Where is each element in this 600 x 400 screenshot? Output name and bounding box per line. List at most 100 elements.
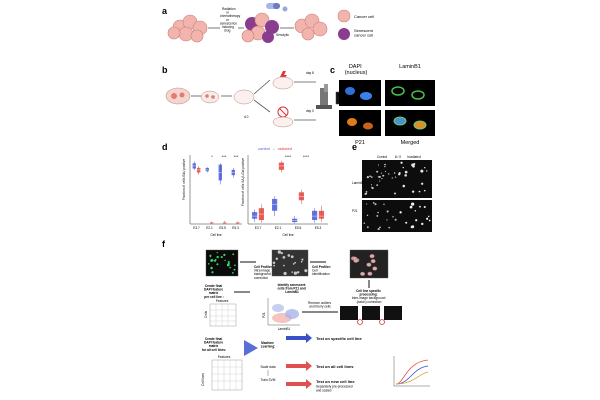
nucleus-dot xyxy=(369,175,371,178)
create1-line-1: Create final xyxy=(205,284,222,288)
grey-nucleus xyxy=(283,264,285,267)
e-col-control: Control xyxy=(377,155,388,159)
green-nucleus xyxy=(233,268,236,271)
nucleus-dot xyxy=(398,173,401,176)
nucleus-dot xyxy=(365,192,368,195)
nucleus-dot xyxy=(388,226,391,229)
nucleus-dot xyxy=(392,216,394,218)
nucleus-dot xyxy=(421,222,424,226)
nucleus-dot xyxy=(376,215,379,217)
box-control-1 xyxy=(272,198,278,211)
sig-right-group: **** **** xyxy=(285,154,310,159)
nucleus-dot xyxy=(371,187,374,190)
nucleus-dot xyxy=(366,176,369,179)
sig-right-1: **** xyxy=(285,154,292,159)
cell-dish-icon xyxy=(200,90,220,104)
svg-text:Cell line specific proce: Cell line specific processing: Inter-ima… xyxy=(352,289,387,304)
nucleus-dot xyxy=(381,177,383,180)
svg-text:control - radiated: control - radiated xyxy=(258,146,292,151)
day-bottom-label: day 0 xyxy=(306,109,314,113)
arrow-test-2 xyxy=(286,361,312,371)
create2-line-4: for all cell lines: xyxy=(202,348,226,352)
svg-text:Senescent cancer cell: Senescent cancer cell xyxy=(354,28,374,38)
box-control-3 xyxy=(312,210,318,221)
identify-line-2: cells from P21 and xyxy=(277,287,305,291)
nucleus-dot xyxy=(399,211,402,214)
outlined-nucleus xyxy=(369,254,375,259)
green-nucleus xyxy=(214,258,217,261)
tick-label-3: E5.3 xyxy=(315,226,322,230)
nucleus-dot xyxy=(415,219,418,222)
treatment-line-6: inducing xyxy=(222,25,234,29)
green-nucleus xyxy=(227,262,230,265)
green-nucleus xyxy=(211,271,214,274)
nucleus-dot xyxy=(413,163,416,166)
nucleus-dot xyxy=(366,214,369,217)
f-raw-nuclei xyxy=(207,251,236,274)
f-arrow-ml xyxy=(244,340,258,356)
cell-lines-axis: Cell lines xyxy=(201,373,205,386)
e-nuclei-dots xyxy=(363,161,431,231)
legend-senescent-line-2: cancer cell xyxy=(354,33,373,38)
panel-f: f Cell Profiler: Intra-image background … xyxy=(162,239,430,392)
scatter-laminb1-axis: LaminB1 xyxy=(278,327,291,331)
grey-nucleus xyxy=(301,258,304,261)
nucleus-dot xyxy=(380,172,383,174)
feature-matrix-1 xyxy=(209,303,237,327)
nucleus-dot xyxy=(383,203,385,206)
test-all-label: Test on all cell lines xyxy=(316,364,354,369)
mixed-cell-cluster xyxy=(241,12,279,43)
c-image-p21 xyxy=(339,110,381,136)
c-label-merged: Merged xyxy=(401,140,420,146)
performance-curve-plot xyxy=(393,356,430,387)
day-top-label: day 8 xyxy=(306,71,314,75)
identify-line-1: Identify senescent xyxy=(278,283,307,287)
box-control-0 xyxy=(252,212,258,219)
nucleus-dot xyxy=(376,184,379,187)
nucleus-dot xyxy=(378,175,381,178)
nucleus-dot xyxy=(404,170,408,174)
f-identified-nuclei xyxy=(350,254,378,276)
create1-line-3: matrix xyxy=(209,291,219,295)
culture-dish-icon xyxy=(233,89,255,105)
svg-text:Machine Learning:: Machine Learning: xyxy=(261,341,276,349)
svg-text:Remove outliers and blur: Remove outliers and blurry cells xyxy=(308,301,332,309)
legend-cancer-label: Cancer cell xyxy=(354,14,374,19)
box-control-1 xyxy=(205,167,209,172)
nucleus-dot xyxy=(428,219,431,222)
remove-line-1: Remove outliers xyxy=(308,301,331,305)
panel-f-letter: f xyxy=(162,239,166,249)
grey-nucleus xyxy=(275,257,279,260)
svg-text:DAPI (nucleus): DAPI (nucleus) xyxy=(345,64,368,76)
cp1-line-4: correction xyxy=(254,276,268,280)
create1-line-2: DAPI feature xyxy=(204,288,223,292)
senolytic-label: Senolytic xyxy=(276,33,289,37)
microscope-icon xyxy=(316,84,332,109)
tick-label-2: E5.5 xyxy=(219,226,226,230)
nucleus-dot xyxy=(365,191,368,193)
nucleus-dot xyxy=(391,177,393,179)
nucleus-dot xyxy=(370,184,373,186)
grey-nucleus xyxy=(294,261,297,264)
legend-senescent-line-1: Senescent xyxy=(354,28,374,33)
nucleus-dot xyxy=(427,215,430,218)
box-radiated-3 xyxy=(318,210,324,219)
e-image-p21 xyxy=(362,200,432,232)
batch-image-1 xyxy=(340,306,358,320)
create1-line-4: per cell line : xyxy=(204,295,224,299)
e-row-laminb1: LaminB1 xyxy=(352,181,365,185)
nucleus-dot xyxy=(384,163,386,166)
ml-line-2: Learning: xyxy=(261,345,276,349)
c-label-dapi: DAPI xyxy=(349,64,362,70)
right-x-label: Cell line xyxy=(282,233,294,237)
nucleus-dot xyxy=(379,180,381,182)
batch-image-2 xyxy=(362,306,380,320)
feature-matrix-2 xyxy=(211,359,243,391)
svg-text:Create final DAPI featur: Create final DAPI feature matrix per cel… xyxy=(204,284,224,299)
green-nucleus xyxy=(216,251,218,254)
nucleus-dot xyxy=(379,226,381,229)
panel-c-letter: c xyxy=(330,65,335,75)
box-radiated-0 xyxy=(197,167,201,173)
cp1-line-2: Intra-image xyxy=(254,269,270,273)
